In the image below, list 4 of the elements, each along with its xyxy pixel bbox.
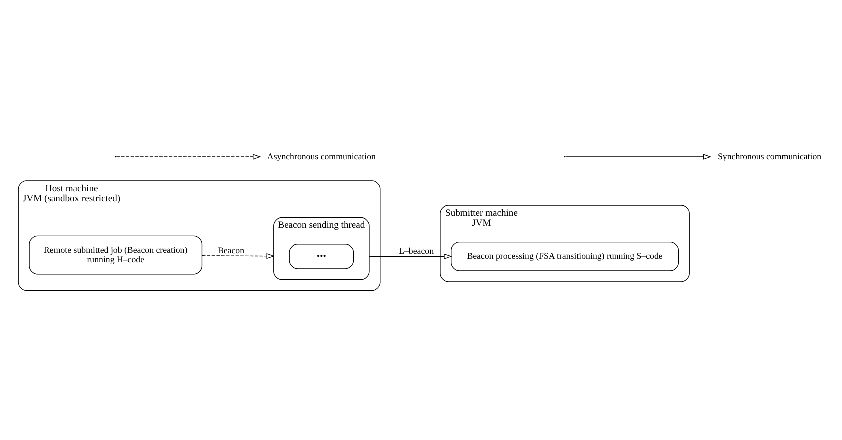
edge-label: Beacon xyxy=(218,245,245,256)
edge-label: L–beacon xyxy=(399,246,434,256)
legend-label: Synchronous communication xyxy=(718,150,822,161)
legend-label: Asynchronous communication xyxy=(267,150,376,161)
